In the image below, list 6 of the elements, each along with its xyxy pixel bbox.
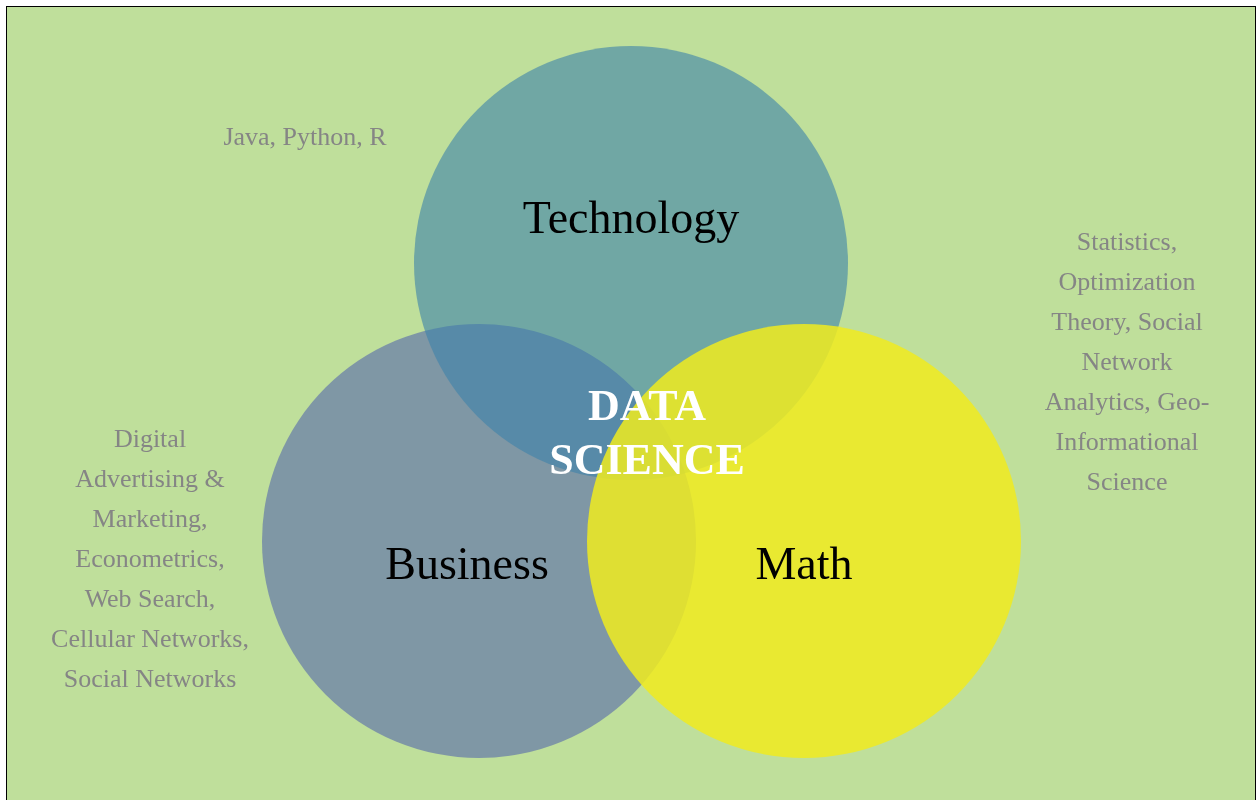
circle-label: Technology (522, 190, 740, 244)
technology-examples: Java, Python, R (222, 121, 388, 153)
business-examples: Digital Advertising & Marketing, Econometrics, Web Search, Cellular Networks, Social Networks (50, 423, 250, 695)
math-examples: Statistics, Optimization Theory, Social Network Analytics, Geo-Informational Science (1043, 226, 1211, 498)
circle-label: Math (755, 536, 853, 590)
circle-label: Business (385, 536, 549, 590)
